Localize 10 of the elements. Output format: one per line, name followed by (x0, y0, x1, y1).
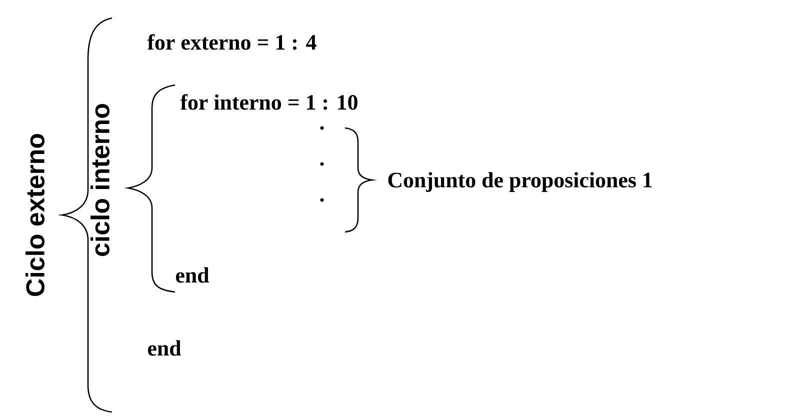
code-line: for interno = 1 : 10 (180, 94, 358, 110)
code-line: for externo = 1 : 4 (147, 34, 316, 50)
code-line: end (148, 340, 182, 356)
loop-label: Ciclo externo (26, 134, 45, 296)
ellipsis-dot: . (320, 126, 324, 130)
ellipsis-dot: . (320, 162, 324, 166)
ellipsis-dot: . (320, 198, 324, 202)
code-line: end (176, 267, 210, 283)
loop-label: ciclo interno (90, 104, 110, 256)
code-line: Conjunto de proposiciones 1 (388, 172, 652, 192)
